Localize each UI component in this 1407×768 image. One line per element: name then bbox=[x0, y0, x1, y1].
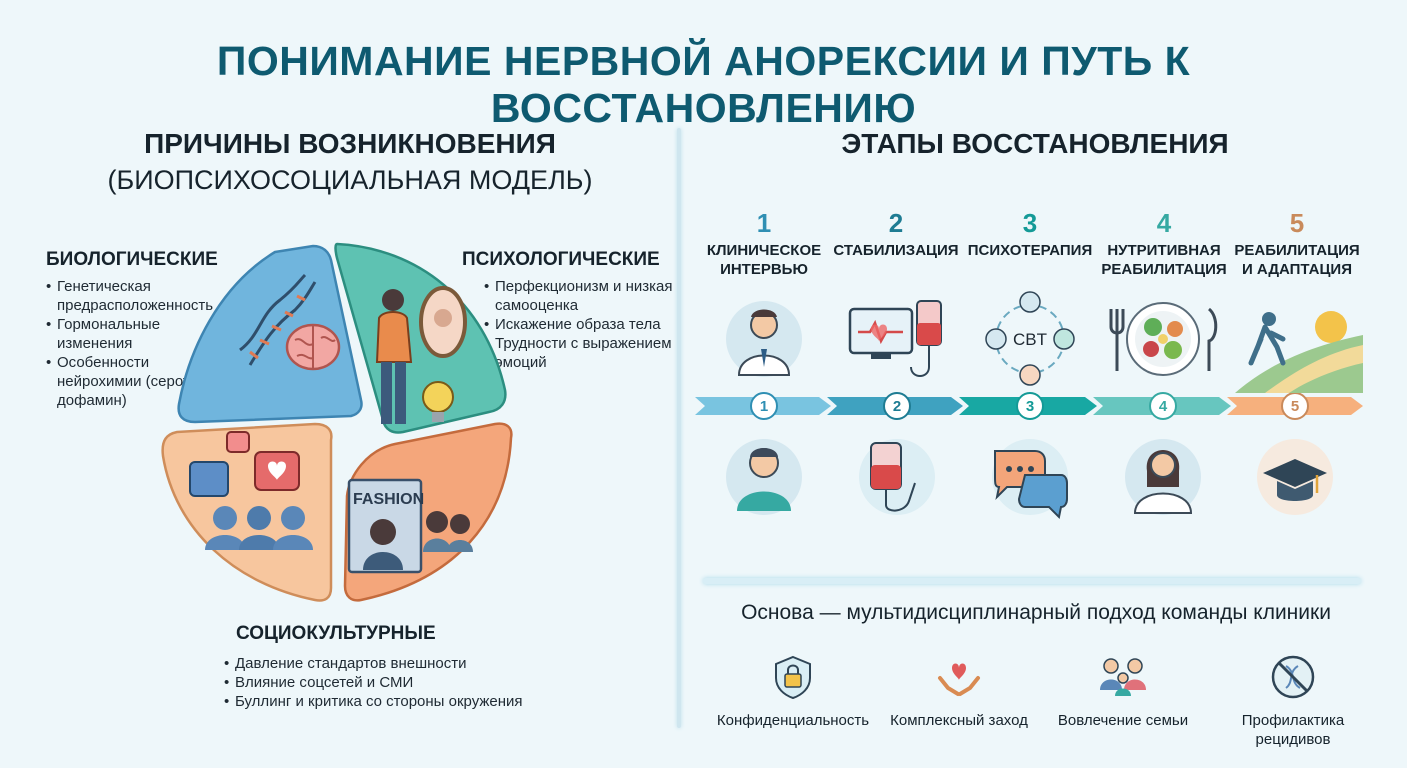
psychological-segment bbox=[334, 242, 507, 434]
stage-label: РЕАБИЛИТАЦИЯ И АДАПТАЦИЯ bbox=[1234, 242, 1360, 278]
woman-mirror-icon bbox=[375, 286, 467, 424]
foundation-title: Основа — мультидисциплинарный подход ком… bbox=[741, 601, 1331, 624]
sociocultural-item: Давление стандартов внешности bbox=[224, 654, 524, 673]
stage-number: 3 bbox=[1022, 208, 1038, 238]
feature-label: Профилактика рецидивов bbox=[1241, 712, 1345, 748]
fashion-label: FASHION bbox=[353, 491, 424, 508]
walking-path-sun-icon bbox=[1235, 311, 1363, 393]
lock-shield-icon bbox=[775, 655, 811, 700]
recovery-timeline: 1 2 3 4 5 CBT bbox=[695, 291, 1363, 520]
stage-label: ПСИХОТЕРАПИЯ bbox=[967, 242, 1093, 259]
stage-number: 2 bbox=[888, 208, 904, 238]
causes-title: ПРИЧИНЫ ВОЗНИКНОВЕНИЯ bbox=[144, 128, 556, 159]
lightbulb-icon bbox=[422, 381, 454, 422]
cbt-cycle-icon: CBT bbox=[985, 291, 1075, 386]
dna-icon bbox=[239, 273, 317, 366]
iv-bag-icon bbox=[859, 439, 935, 515]
stage-label: НУТРИТИВНАЯ РЕАБИЛИТАЦИЯ bbox=[1101, 242, 1227, 278]
timeline-step-markers: 1 2 3 4 5 bbox=[750, 392, 1309, 420]
biological-title: БИОЛОГИЧЕСКИЕ bbox=[46, 249, 218, 270]
section-divider bbox=[677, 128, 681, 728]
family-icon bbox=[1100, 658, 1146, 696]
timeline-step-number: 4 bbox=[1159, 398, 1168, 415]
sociocultural-title: СОЦИОКУЛЬТУРНЫЕ bbox=[236, 623, 436, 644]
timeline-step-number: 5 bbox=[1291, 398, 1299, 415]
graduation-cap-icon bbox=[1257, 439, 1333, 515]
timeline-step-number: 1 bbox=[760, 398, 768, 415]
sociocultural-list: Давление стандартов внешности Влияние со… bbox=[224, 654, 524, 711]
doctor-male-icon bbox=[726, 301, 802, 377]
doctor-female-icon bbox=[1125, 439, 1201, 515]
main-title: ПОНИМАНИЕ НЕРВНОЙ АНОРЕКСИИ И ПУТЬ К ВОС… bbox=[216, 38, 1191, 131]
psychological-title: ПСИХОЛОГИЧЕСКИЕ bbox=[462, 249, 660, 270]
psychological-item: Перфекционизм и низкая самооценка bbox=[484, 277, 684, 315]
feature-family-involvement: Вовлечение семьи bbox=[1038, 654, 1208, 730]
feature-label: Вовлечение семьи bbox=[1057, 712, 1189, 729]
feature-label: Комплексный заход bbox=[890, 712, 1028, 729]
psychological-item: Искажение образа тела bbox=[484, 315, 684, 334]
causes-subtitle: (БИОПСИХОСОЦИАЛЬНАЯ МОДЕЛЬ) bbox=[107, 165, 593, 195]
chat-bubbles-icon bbox=[992, 439, 1068, 520]
feature-confidentiality: Конфиденциальность bbox=[708, 654, 878, 730]
social-media-icons bbox=[189, 431, 313, 550]
biological-item: Гормональные изменения bbox=[46, 315, 236, 353]
feature-complex-approach: Комплексный заход bbox=[874, 654, 1044, 730]
plate-cutlery-icon bbox=[1109, 302, 1218, 376]
timeline-step-number: 3 bbox=[1026, 398, 1034, 415]
feature-label: Конфиденциальность bbox=[716, 712, 870, 729]
stages-title: ЭТАПЫ ВОССТАНОВЛЕНИЯ bbox=[841, 128, 1229, 159]
fashion-magazine-icon: FASHION bbox=[347, 478, 473, 574]
patient-male-icon bbox=[726, 439, 802, 515]
sociocultural-item: Влияние соцсетей и СМИ bbox=[224, 673, 524, 692]
stage-number: 4 bbox=[1156, 208, 1172, 238]
no-relapse-icon bbox=[1271, 655, 1315, 699]
stage-label: СТАБИЛИЗАЦИЯ bbox=[833, 242, 959, 259]
sociocultural-item: Буллинг и критика со стороны окружения bbox=[224, 692, 524, 711]
timeline-step-number: 2 bbox=[893, 398, 901, 415]
cbt-label: CBT bbox=[1013, 330, 1047, 349]
foundation-separator bbox=[703, 578, 1361, 584]
biological-item: Генетическая предрасположенность bbox=[46, 277, 236, 315]
stage-label: КЛИНИЧЕСКОЕ ИНТЕРВЬЮ bbox=[706, 242, 822, 278]
stage-number: 5 bbox=[1289, 208, 1305, 238]
monitor-iv-icon bbox=[848, 300, 942, 377]
brain-icon bbox=[285, 323, 341, 371]
stage-number: 1 bbox=[756, 208, 772, 238]
biopsychosocial-wheel: FASHION bbox=[161, 242, 513, 602]
feature-relapse-prevention: Профилактика рецидивов bbox=[1208, 654, 1378, 749]
hands-heart-icon bbox=[938, 663, 980, 696]
